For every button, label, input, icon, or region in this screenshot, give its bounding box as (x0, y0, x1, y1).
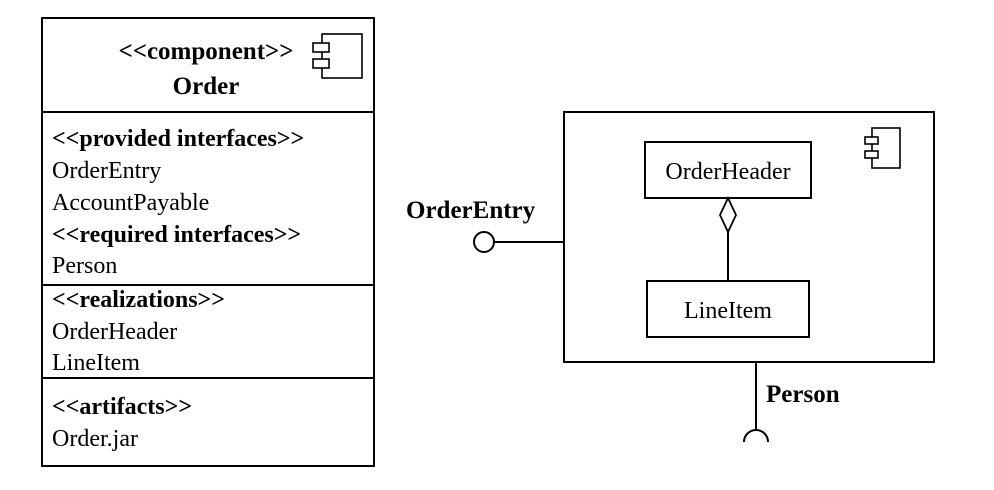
realization-item: LineItem (52, 350, 140, 376)
class-order-header-label: OrderHeader (665, 159, 790, 185)
component-spec-frame (41, 17, 375, 467)
provided-interface-item: AccountPayable (52, 190, 209, 216)
class-line-item-label: LineItem (684, 298, 772, 324)
component-icon (312, 33, 363, 79)
provided-interface-item: OrderEntry (52, 158, 161, 184)
realization-item: OrderHeader (52, 319, 177, 345)
class-order-header-box (644, 141, 812, 199)
provided-interface-ball (473, 231, 495, 253)
provided-interfaces-header: <<provided interfaces>> (52, 126, 304, 152)
component-stereotype: <<component>> (118, 38, 293, 65)
component-icon (864, 127, 901, 169)
component-internal-view: OrderHeader LineItem OrderEntry Person (406, 111, 935, 443)
provided-interface-label: OrderEntry (406, 197, 536, 224)
realizations-header: <<realizations>> (52, 287, 225, 313)
required-interfaces-header: <<required interfaces>> (52, 222, 301, 248)
component-spec-box: <<component>> Order <<provided interface… (41, 17, 375, 467)
component-name: Order (173, 73, 240, 100)
artifact-item: Order.jar (52, 426, 138, 452)
required-interface-label: Person (766, 381, 840, 408)
required-interface-socket (743, 429, 769, 443)
artifacts-header: <<artifacts>> (52, 394, 192, 420)
required-interface-item: Person (52, 253, 117, 279)
class-line-item-box (646, 280, 810, 338)
